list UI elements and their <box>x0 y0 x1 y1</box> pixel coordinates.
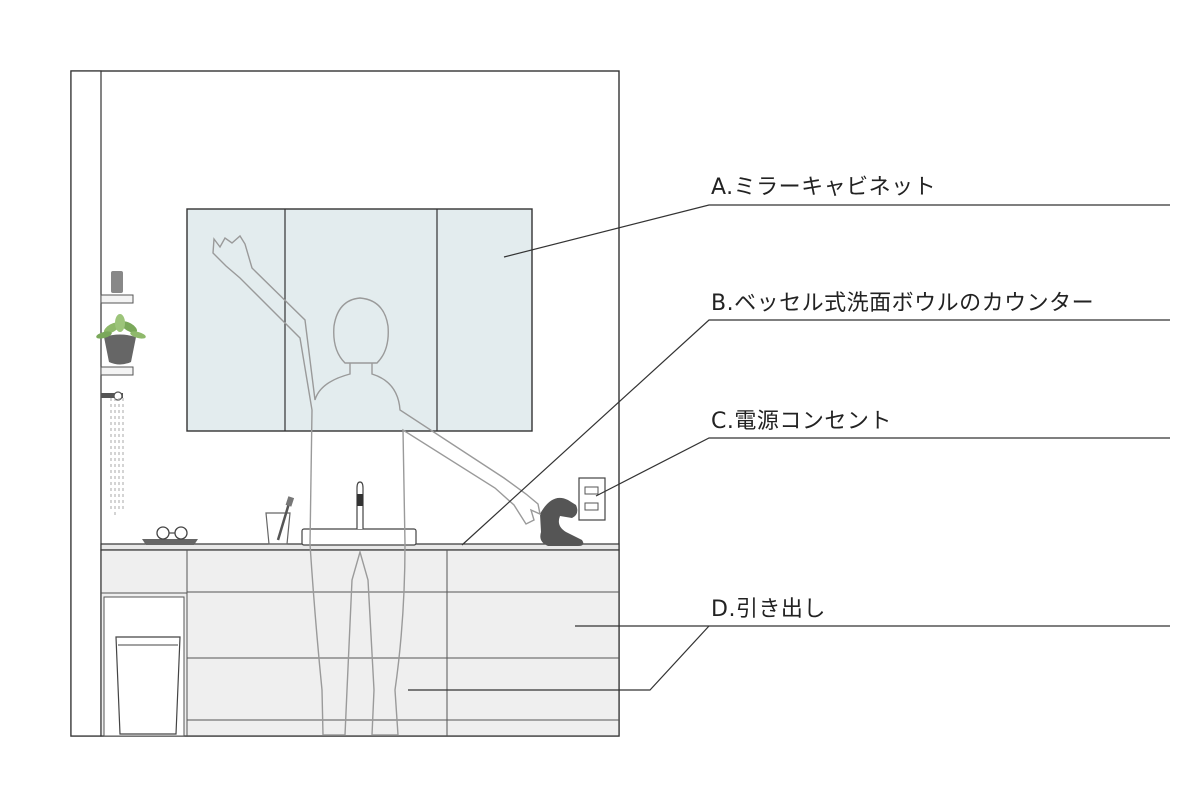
power-outlet <box>578 477 606 521</box>
leader-c <box>595 437 1170 497</box>
vessel-bowl <box>301 481 417 546</box>
label-d-drawer: D.引き出し <box>711 597 826 622</box>
potted-plant <box>96 314 146 365</box>
label-c-power-outlet: C.電源コンセント <box>711 409 892 434</box>
toothbrush-cup <box>265 496 295 545</box>
leader-b <box>461 319 1170 546</box>
leader-a <box>503 204 1170 258</box>
towel-hanger <box>101 391 124 515</box>
callout-leaders <box>408 204 1170 691</box>
label-b-vessel-counter: B.ベッセル式洗面ボウルのカウンター <box>711 291 1095 316</box>
person-silhouette <box>212 234 541 736</box>
leader-d2 <box>408 625 710 691</box>
mirror-cabinet <box>186 208 533 432</box>
counter-cabinet <box>100 549 620 737</box>
label-a-mirror-cabinet: A.ミラーキャビネット <box>711 175 937 200</box>
wall-shelves <box>100 271 134 376</box>
glasses-tray <box>142 526 198 545</box>
hair-dryer <box>540 497 584 546</box>
side-panel <box>70 70 102 737</box>
